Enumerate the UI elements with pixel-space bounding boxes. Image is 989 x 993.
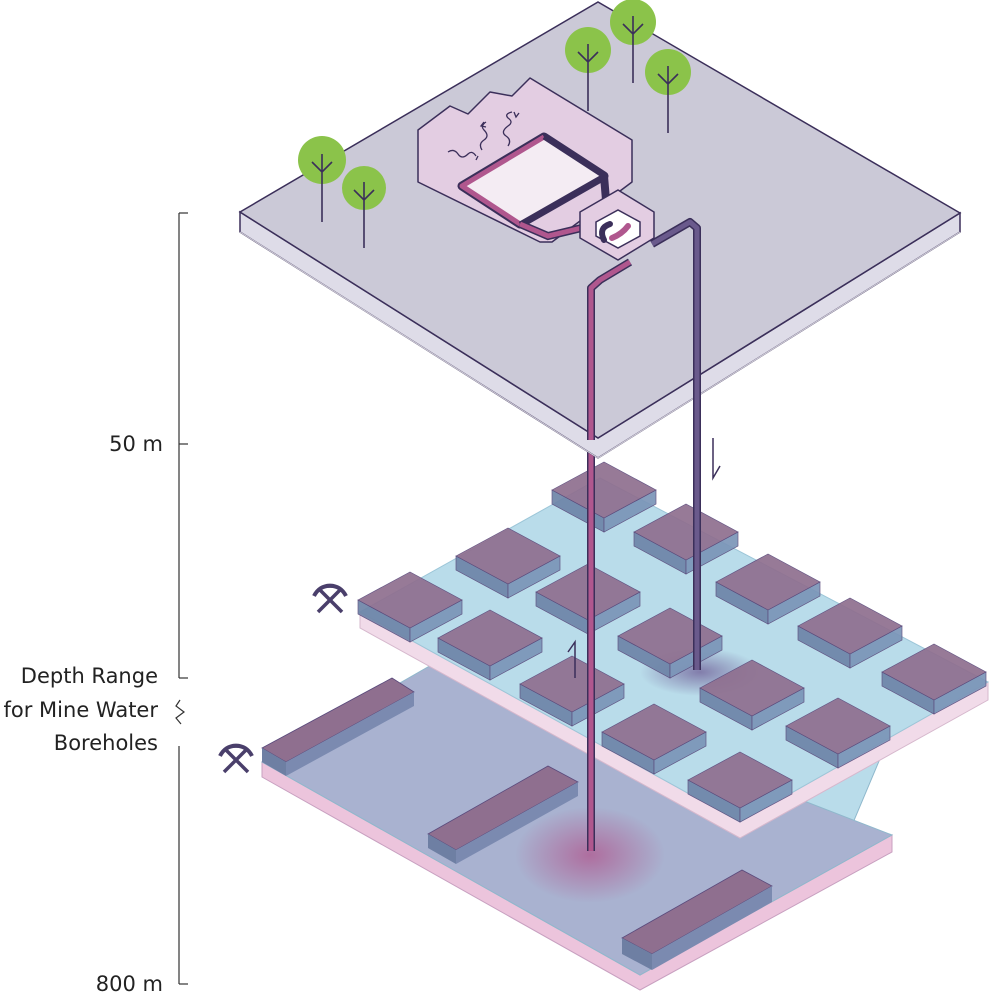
mine-pillars [357,461,987,823]
tree-icon [645,49,691,133]
lower-gallery-3 [621,869,773,970]
heat-loop [457,132,610,241]
mine-pillar [699,659,805,731]
scale-break-icon [175,699,185,725]
mine-pillar [519,655,625,727]
crossed-pickaxes-icon [218,743,254,774]
heat-wave-icon [447,111,520,161]
mine-pillar [455,527,561,599]
warm-borehole-surface [588,259,632,440]
tree-icon [565,27,611,111]
tree-icon [342,166,386,248]
flow-arrow-icon [567,438,721,678]
upper-mine-level [357,461,989,839]
tree-icon [610,0,656,83]
mine-pillar [797,597,903,669]
tree-icon [298,136,346,222]
mine-pillar [687,751,793,823]
depth-caption-line-2: for Mine Water [4,698,159,722]
mine-pillar [715,553,821,625]
mine-pillar [785,697,891,769]
surface-level [238,0,962,459]
lower-gallery-2 [427,765,579,864]
mine-pillar [357,571,463,643]
depth-label-50m: 50 m [109,432,163,456]
cool-borehole-surface [650,219,700,405]
depth-caption-line-3: Boreholes [54,731,158,755]
lower-mine-level [260,659,894,991]
depth-caption-line-1: Depth Range [21,664,158,688]
heat-pump-icon [579,189,655,261]
mine-pillar [437,609,543,681]
lower-gallery-1 [261,677,415,776]
depth-scale: 50 m 800 m Depth Range for Mine Water Bo… [4,212,188,993]
depth-label-800m: 800 m [96,972,163,993]
warm-water-zone [515,807,665,903]
crossed-pickaxes-icon [312,583,348,614]
mine-pillar [601,703,707,775]
mine-pillar [881,643,987,715]
trees [298,0,691,248]
